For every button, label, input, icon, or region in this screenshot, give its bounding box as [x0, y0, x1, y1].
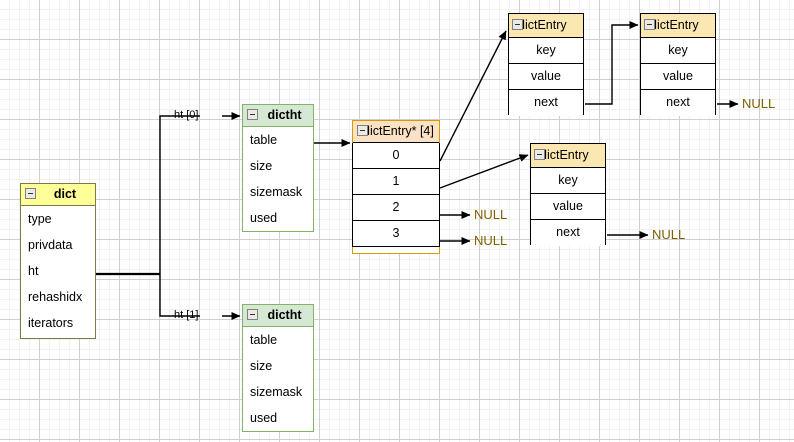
node-entry-array[interactable]: dictEntry* [4] 0 1 2 3	[352, 120, 440, 254]
node-dictentry-c-title: dictEntry	[540, 148, 589, 162]
field-row: key	[641, 38, 715, 64]
field-row: used	[250, 411, 278, 425]
field-row: value	[531, 194, 605, 220]
node-dictentry-c-fields: key value next	[531, 168, 605, 246]
node-dictentry-a-title: dictEntry	[518, 18, 567, 32]
field-row: size	[250, 159, 273, 173]
node-dict[interactable]: dict type privdata ht rehashidx iterator…	[20, 183, 96, 339]
field-row: sizemask	[250, 385, 303, 399]
node-dict-title: dict	[53, 187, 77, 201]
null-label-slot2: NULL	[474, 207, 508, 222]
edge-slot0-to-entry-a	[439, 30, 507, 162]
field-row: value	[641, 64, 715, 90]
node-entry-array-slots: 0 1 2 3	[352, 143, 440, 247]
node-dictentry-b-header[interactable]: dictEntry	[641, 14, 715, 38]
node-dictht-0[interactable]: dictht table size sizemask used	[242, 104, 314, 232]
node-dictht-0-title: dictht	[267, 108, 302, 122]
node-dictentry-c-header[interactable]: dictEntry	[531, 144, 605, 168]
field-row: size	[250, 359, 273, 373]
field-row: key	[509, 38, 583, 64]
field-row: value	[509, 64, 583, 90]
node-dictentry-b[interactable]: dictEntry key value next	[640, 13, 716, 116]
collapse-minus-icon[interactable]	[534, 149, 545, 160]
node-dictht-1[interactable]: dictht table size sizemask used	[242, 304, 314, 432]
node-dictht-1-header[interactable]: dictht	[243, 305, 313, 327]
edge-dict-ht-branch	[96, 112, 241, 320]
null-label-slot3: NULL	[474, 233, 508, 248]
collapse-minus-icon[interactable]	[357, 125, 368, 136]
edge-entry-a-next-to-entry-b	[585, 21, 639, 105]
field-row: iterators	[28, 316, 74, 330]
collapse-minus-icon[interactable]	[247, 309, 258, 320]
array-slot[interactable]: 2	[352, 195, 440, 221]
field-row: next	[641, 90, 715, 116]
node-dictht-0-fields: table size sizemask used	[243, 127, 313, 231]
collapse-minus-icon[interactable]	[644, 19, 655, 30]
field-row: used	[250, 211, 278, 225]
edge-label-ht1: ht [1]	[174, 309, 199, 321]
array-slot[interactable]: 1	[352, 169, 440, 195]
node-dictentry-a[interactable]: dictEntry key value next	[508, 13, 584, 116]
field-row: privdata	[28, 238, 73, 252]
field-row: sizemask	[250, 185, 303, 199]
array-slot[interactable]: 3	[352, 221, 440, 247]
edge-slot1-to-entry-c	[439, 154, 529, 189]
node-dictht-0-header[interactable]: dictht	[243, 105, 313, 127]
node-entry-array-title: dictEntry* [4]	[363, 124, 434, 138]
collapse-minus-icon[interactable]	[25, 188, 36, 199]
node-dictentry-c[interactable]: dictEntry key value next	[530, 143, 606, 246]
node-dictentry-b-title: dictEntry	[650, 18, 699, 32]
collapse-minus-icon[interactable]	[512, 19, 523, 30]
field-row: ht	[28, 264, 39, 278]
node-dictentry-a-header[interactable]: dictEntry	[509, 14, 583, 38]
node-dict-fields: type privdata ht rehashidx iterators	[21, 206, 95, 336]
node-dictht-1-title: dictht	[267, 308, 302, 322]
field-row: key	[531, 168, 605, 194]
node-dictentry-a-fields: key value next	[509, 38, 583, 116]
field-row: table	[250, 133, 278, 147]
collapse-minus-icon[interactable]	[247, 109, 258, 120]
field-row: next	[509, 90, 583, 116]
field-row: table	[250, 333, 278, 347]
field-row: type	[28, 212, 52, 226]
node-entry-array-header[interactable]: dictEntry* [4]	[353, 121, 439, 143]
array-slot[interactable]: 0	[352, 143, 440, 169]
edge-label-ht0: ht [0]	[174, 109, 199, 121]
null-label-entry-b: NULL	[742, 96, 776, 111]
field-row: next	[531, 220, 605, 246]
field-row: rehashidx	[28, 290, 83, 304]
node-dict-header[interactable]: dict	[21, 184, 95, 206]
node-dictentry-b-fields: key value next	[641, 38, 715, 116]
null-label-entry-c: NULL	[652, 227, 686, 242]
node-dictht-1-fields: table size sizemask used	[243, 327, 313, 431]
